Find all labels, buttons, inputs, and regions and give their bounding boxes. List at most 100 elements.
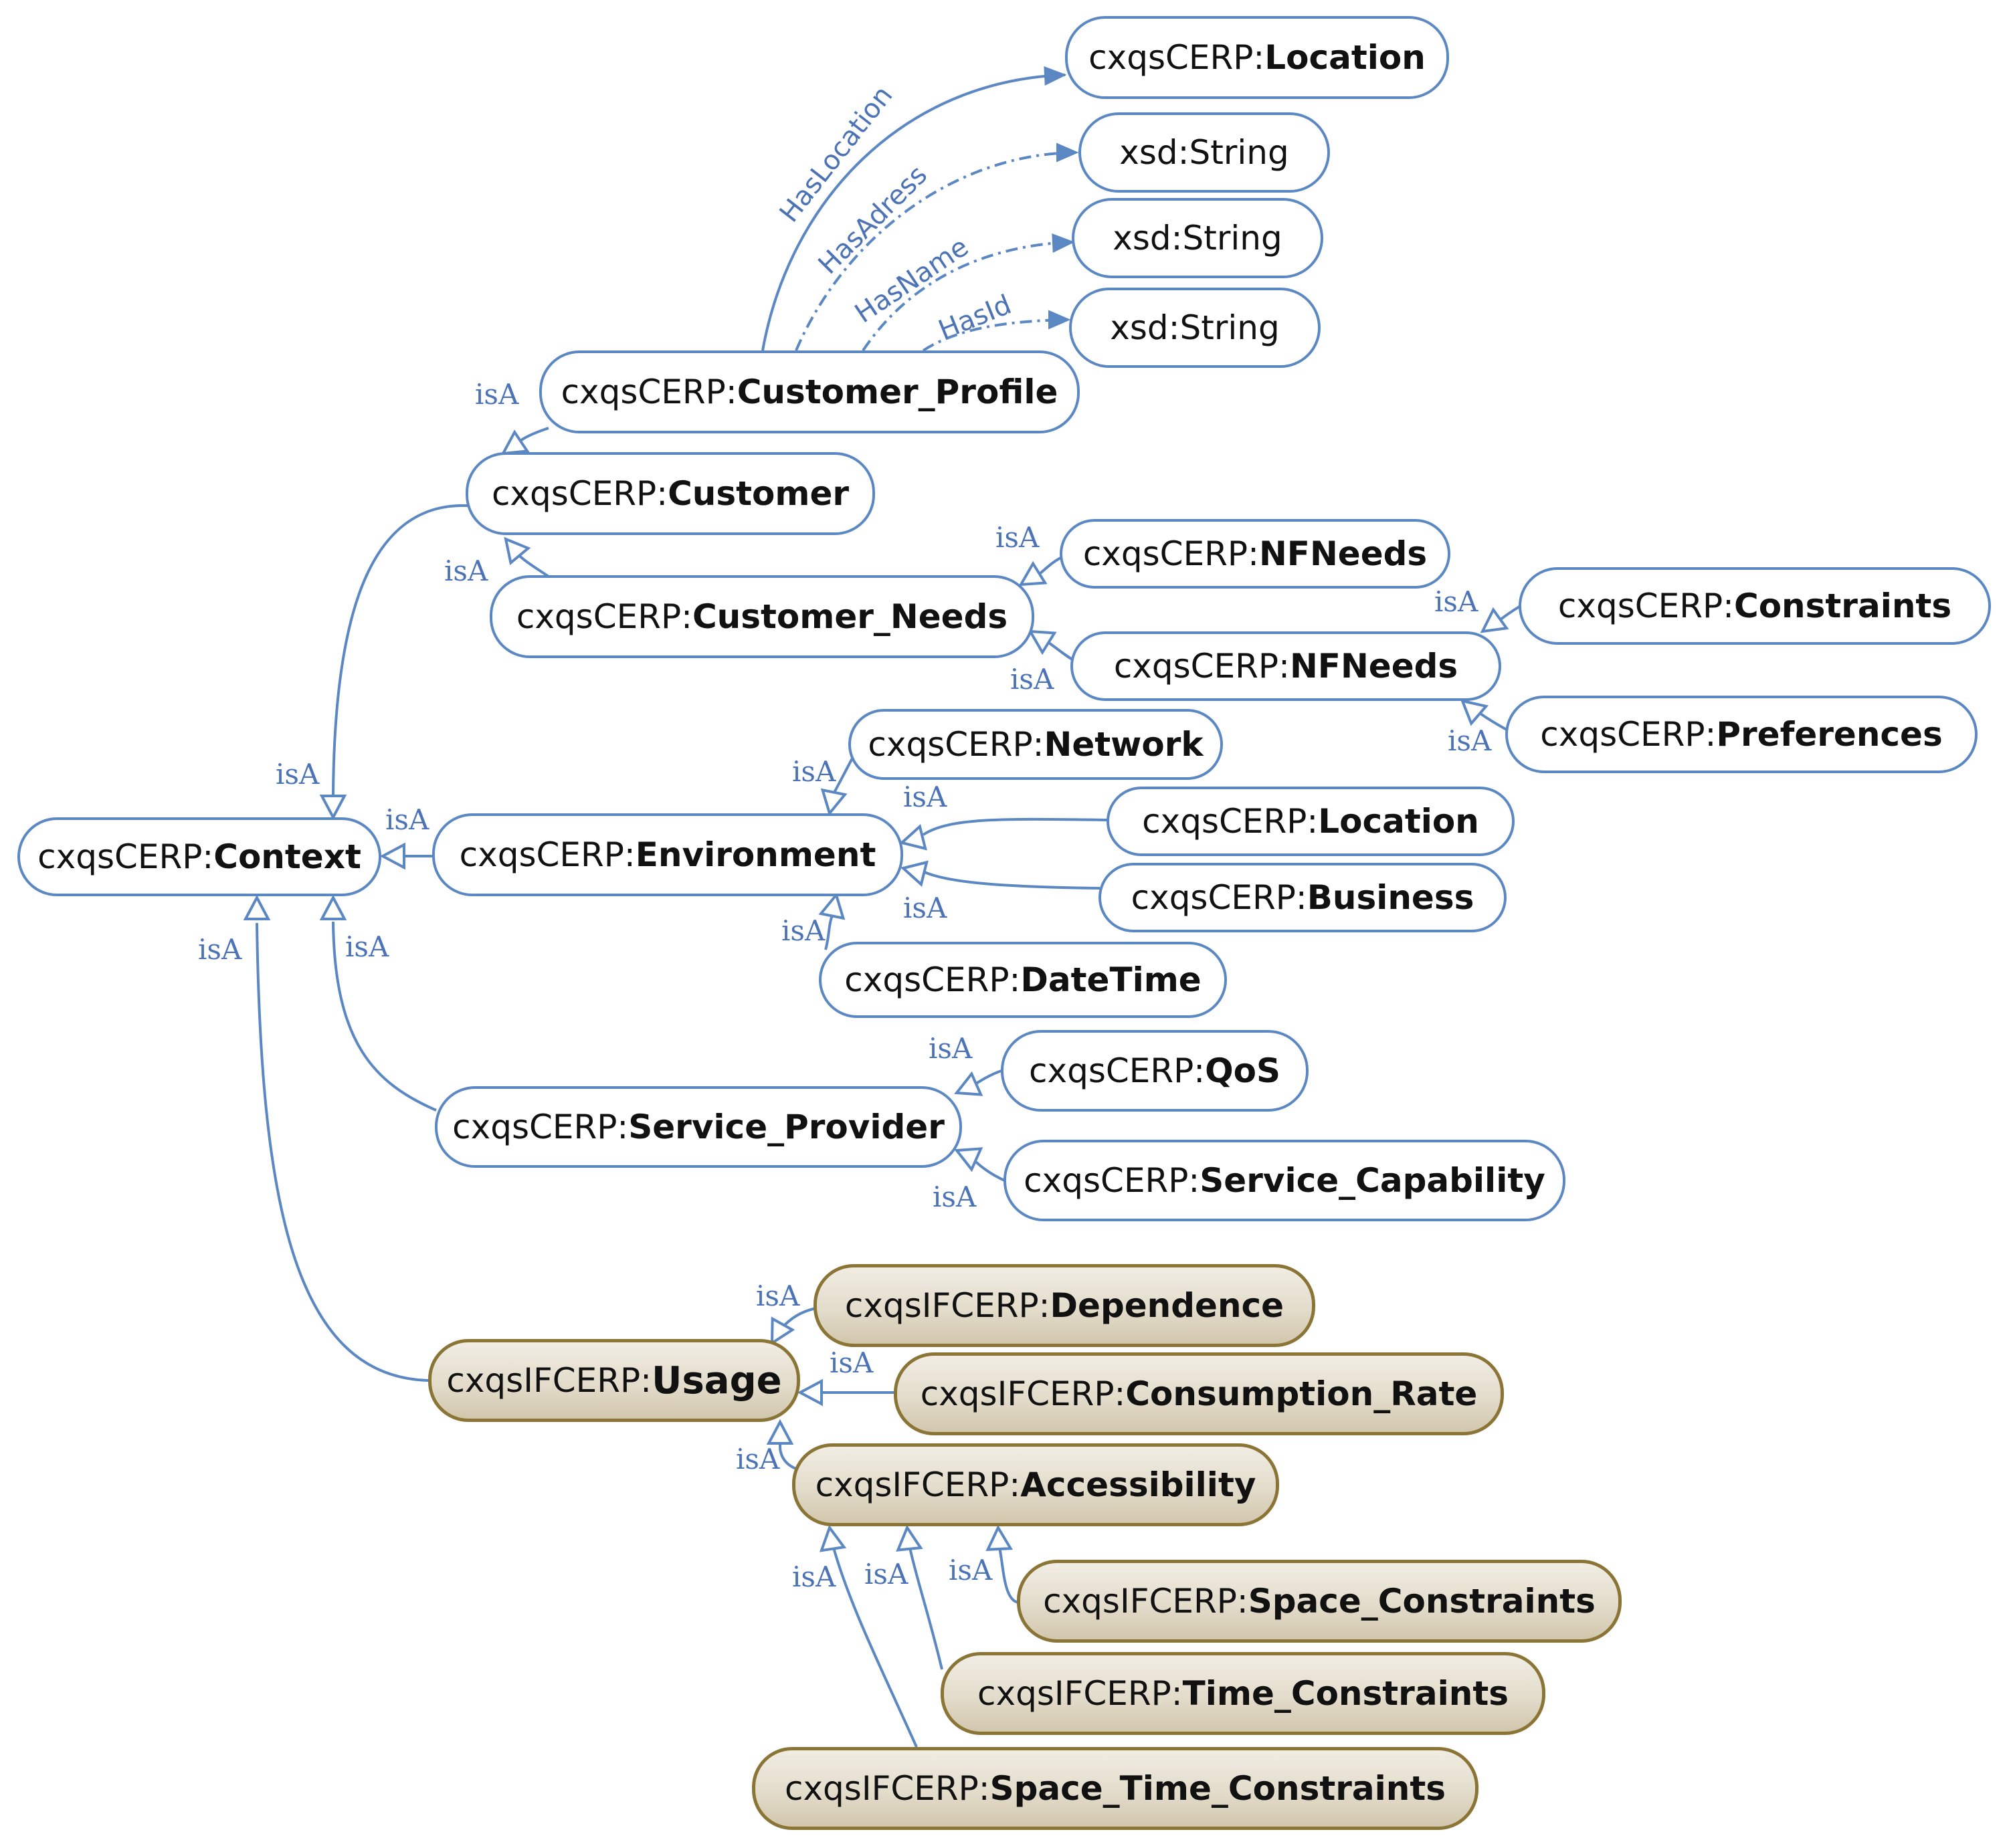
- label-has-id: HasId: [935, 289, 1016, 346]
- node-xsd-string-3: xsd:String: [1069, 288, 1321, 368]
- node-prefix: cxqsCERP:: [561, 373, 737, 411]
- node-name: Network: [1044, 725, 1204, 764]
- edge-isa-datetime-environment: [824, 912, 835, 950]
- arrowhead-isa-time-accessibility: [896, 1524, 923, 1552]
- node-location-top: cxqsCERP:Location: [1065, 16, 1449, 99]
- label-isa-customer-context: isA: [276, 758, 320, 791]
- node-prefix: cxqsCERP:: [1082, 534, 1259, 573]
- arrowhead-isa-consumption-usage: [797, 1378, 823, 1407]
- edge-isa-customer-context: [332, 504, 469, 795]
- label-isa-constraints-nfneeds2: isA: [1434, 585, 1478, 618]
- node-name: Customer_Profile: [737, 373, 1058, 411]
- node-name: QoS: [1205, 1051, 1280, 1090]
- node-prefix: cxqsCERP:: [459, 835, 636, 874]
- node-name: Service_Capability: [1200, 1161, 1545, 1200]
- node-service-provider: cxqsCERP:Service_Provider: [435, 1086, 962, 1168]
- node-prefix: cxqsIFCERP:: [920, 1374, 1126, 1413]
- node-prefix: cxqsCERP:: [1131, 878, 1307, 917]
- node-customer: cxqsCERP: Customer: [466, 452, 875, 535]
- node-space-time-constraints: cxqsIFCERP: Space_Time_Constraints: [752, 1747, 1478, 1830]
- arrowhead-has-location: [1044, 66, 1067, 86]
- node-name: Time_Constraints: [1182, 1674, 1509, 1713]
- node-name: DateTime: [1020, 960, 1202, 999]
- edge-has-location: [761, 74, 1066, 351]
- node-customer-needs: cxqsCERP:Customer_Needs: [490, 575, 1034, 658]
- node-name: NFNeeds: [1289, 647, 1458, 686]
- edge-has-adress: [795, 151, 1074, 351]
- edge-isa-usage-context: [256, 922, 430, 1382]
- label-isa-space-accessibility: isA: [949, 1554, 993, 1586]
- label-isa-nfneeds2-needs: isA: [1010, 663, 1054, 696]
- node-prefix: cxqsCERP:: [1557, 587, 1734, 625]
- node-prefix: cxqsIFCERP:: [1043, 1582, 1248, 1621]
- label-isa-provider-context: isA: [345, 930, 389, 963]
- node-prefix: cxqsCERP:: [1088, 38, 1265, 77]
- label-isa-accessibility-usage: isA: [736, 1443, 780, 1475]
- node-name: Business: [1307, 878, 1474, 917]
- node-customer-profile: cxqsCERP:Customer_Profile: [539, 350, 1080, 433]
- node-name: Constraints: [1734, 587, 1952, 625]
- node-prefix: cxqsCERP:: [1540, 715, 1717, 754]
- node-environment: cxqsCERP: Environment: [432, 813, 903, 896]
- arrowhead-isa-customer-context: [319, 795, 347, 821]
- node-name: Location: [1318, 802, 1479, 841]
- arrowhead-has-adress: [1056, 142, 1079, 163]
- arrowhead-isa-spacetime-accessibility: [819, 1524, 847, 1552]
- node-accessibility: cxqsIFCERP: Accessibility: [792, 1443, 1279, 1526]
- label-isa-profile-customer: isA: [475, 378, 519, 411]
- node-name: Environment: [635, 835, 876, 874]
- node-name: Location: [1264, 38, 1426, 77]
- node-network: cxqsCERP:Network: [848, 709, 1223, 780]
- arrowhead-has-id: [1048, 310, 1071, 330]
- node-qos: cxqsCERP: QoS: [1001, 1030, 1309, 1112]
- node-usage: cxqsIFCERP:Usage: [428, 1339, 800, 1422]
- label-isa-nfneeds1-needs: isA: [995, 521, 1040, 554]
- label-isa-business-environment: isA: [903, 892, 947, 924]
- label-isa-spacetime-accessibility: isA: [792, 1560, 836, 1593]
- node-nfneeds-2: cxqsCERP: NFNeeds: [1070, 631, 1501, 701]
- arrowhead-isa-accessibility-usage: [766, 1419, 794, 1445]
- node-xsd-string-2: xsd:String: [1072, 198, 1323, 278]
- node-prefix: cxqsIFCERP:: [815, 1465, 1021, 1504]
- node-prefix: cxqsCERP:: [1029, 1051, 1206, 1090]
- node-nfneeds-1: cxqsCERP: NFNeeds: [1060, 519, 1450, 589]
- node-name: Customer: [668, 474, 850, 513]
- node-prefix: cxqsCERP:: [1142, 802, 1319, 841]
- label-isa-datetime-environment: isA: [781, 914, 826, 947]
- label-isa-network-environment: isA: [792, 755, 836, 788]
- arrowhead-isa-business-environment: [900, 860, 929, 887]
- arrowhead-isa-capability-provider: [954, 1147, 983, 1172]
- node-name: Context: [213, 837, 361, 876]
- node-prefix: cxqsCERP:: [516, 597, 692, 636]
- node-name: Usage: [651, 1358, 782, 1403]
- node-name: Space_Time_Constraints: [989, 1769, 1446, 1808]
- node-name: Service_Provider: [628, 1108, 945, 1146]
- label-isa-preferences-nfneeds2: isA: [1448, 724, 1492, 757]
- arrowhead-has-name: [1052, 233, 1075, 253]
- edge-isa-space-accessibility: [998, 1547, 1020, 1604]
- edge-isa-location-environment: [922, 817, 1109, 836]
- node-prefix: cxqsIFCERP:: [784, 1769, 990, 1808]
- arrowhead-isa-provider-context: [319, 894, 347, 920]
- node-constraints: cxqsCERP:Constraints: [1519, 567, 1991, 645]
- node-prefix: cxqsCERP:: [844, 960, 1021, 999]
- node-prefix: cxqsCERP:: [452, 1108, 629, 1146]
- node-space-constraints: cxqsIFCERP: Space_Constraints: [1017, 1560, 1622, 1643]
- node-prefix: cxqsCERP:: [1024, 1161, 1200, 1200]
- arrowhead-isa-needs-customer: [504, 536, 531, 566]
- node-name: Dependence: [1050, 1286, 1284, 1325]
- edge-isa-business-environment: [924, 871, 1100, 890]
- arrowhead-isa-usage-context: [243, 894, 271, 920]
- arrowhead-isa-profile-customer: [500, 429, 530, 455]
- label-isa-needs-customer: isA: [444, 554, 488, 587]
- label-isa-dependence-usage: isA: [756, 1279, 800, 1312]
- node-prefix: cxqsIFCERP:: [977, 1674, 1183, 1713]
- node-prefix: cxqsCERP:: [37, 837, 214, 876]
- node-name: Preferences: [1716, 715, 1943, 754]
- arrowhead-isa-nfneeds1-needs: [1018, 560, 1048, 587]
- label-isa-qos-provider: isA: [929, 1032, 973, 1065]
- arrowhead-isa-location-environment: [898, 824, 927, 851]
- node-name: xsd:String: [1119, 133, 1289, 172]
- arrowhead-isa-nfneeds2-needs: [1028, 629, 1057, 655]
